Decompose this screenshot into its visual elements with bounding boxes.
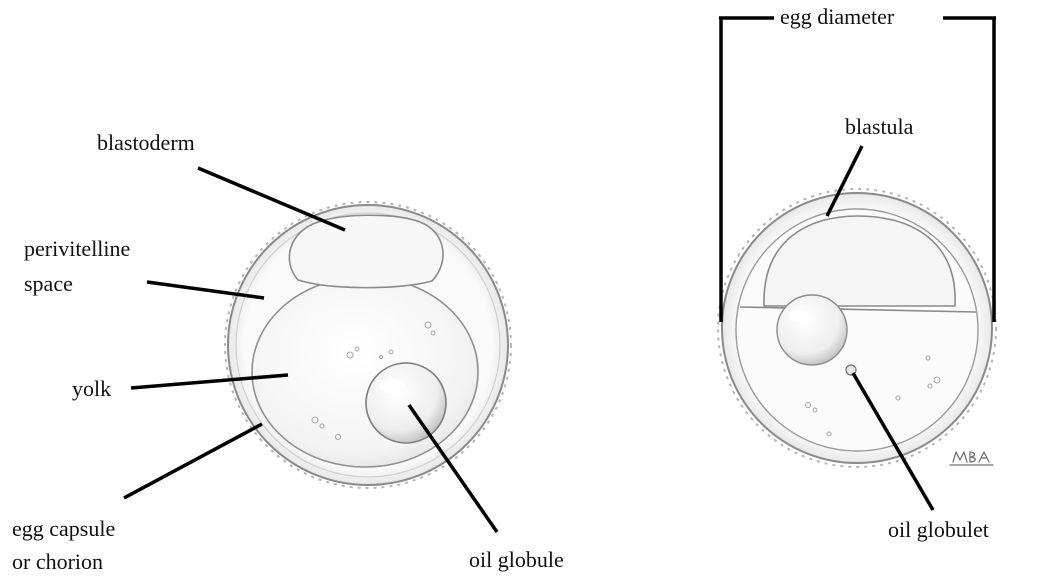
yolk-left bbox=[252, 277, 478, 467]
label-oil-globule: oil globule bbox=[469, 547, 564, 573]
label-oil-globulet: oil globulet bbox=[888, 517, 989, 543]
label-egg-capsule-line2: or chorion bbox=[12, 549, 103, 575]
oil-globule-shape bbox=[366, 363, 446, 443]
right-egg bbox=[718, 189, 996, 467]
left-egg bbox=[225, 202, 511, 488]
oil-droplet-highlight bbox=[789, 310, 811, 322]
label-blastula: blastula bbox=[845, 114, 913, 140]
label-perivitelline-line1: perivitelline bbox=[24, 236, 130, 262]
label-blastoderm: blastoderm bbox=[97, 130, 195, 156]
label-egg-capsule-line1: egg capsule bbox=[12, 516, 115, 542]
label-yolk: yolk bbox=[72, 376, 111, 402]
oil-globule-highlight bbox=[379, 379, 405, 393]
leader-capsule bbox=[124, 424, 262, 498]
artist-signature bbox=[950, 452, 993, 465]
label-perivitelline-line2: space bbox=[24, 271, 73, 297]
blastoderm-shape bbox=[289, 215, 443, 287]
label-egg-diameter: egg diameter bbox=[774, 4, 900, 30]
oil-droplet-right bbox=[777, 295, 847, 365]
leader-blastoderm bbox=[198, 168, 345, 230]
